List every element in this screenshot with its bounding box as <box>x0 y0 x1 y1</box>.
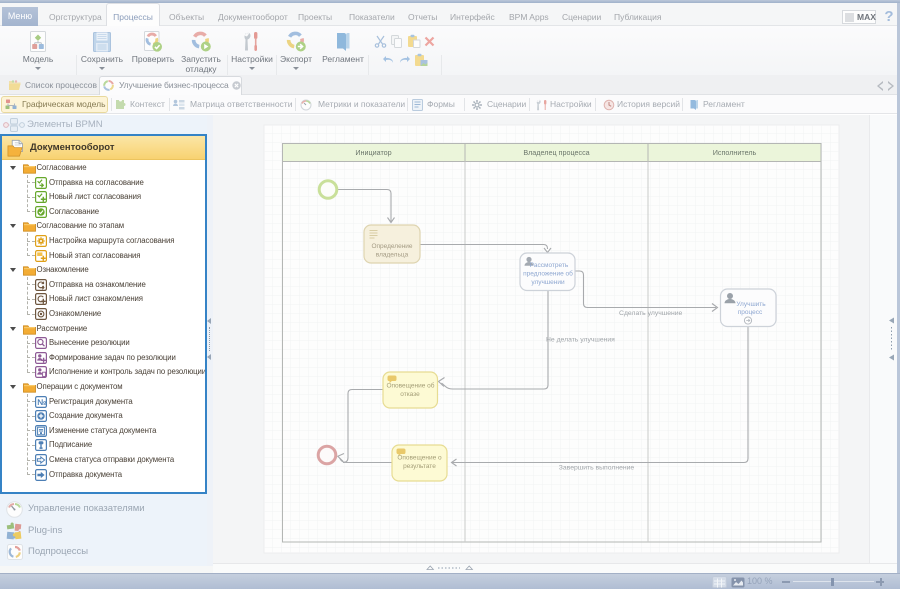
svg-text:Не делать улучшения: Не делать улучшения <box>546 337 615 344</box>
svg-text:отказе: отказе <box>400 391 420 398</box>
svg-text:Сделать улучшение: Сделать улучшение <box>619 310 683 317</box>
svg-text:Исполнитель: Исполнитель <box>713 148 757 157</box>
svg-text:владельца: владельца <box>376 252 409 259</box>
svg-text:Инициатор: Инициатор <box>355 148 391 157</box>
svg-text:улучшении: улучшении <box>531 279 565 286</box>
svg-text:Завершить выполнение: Завершить выполнение <box>559 465 635 472</box>
svg-text:процесс: процесс <box>738 309 763 316</box>
svg-text:Владелец процесса: Владелец процесса <box>523 148 589 157</box>
svg-text:Определение: Определение <box>371 243 412 250</box>
svg-text:предложение об: предложение об <box>523 270 573 278</box>
svg-text:Улучшить: Улучшить <box>736 301 766 308</box>
svg-text:Оповещение о: Оповещение о <box>397 455 442 462</box>
svg-text:Рассмотреть: Рассмотреть <box>530 262 569 269</box>
svg-text:№: № <box>37 397 46 406</box>
svg-text:Оповещение об: Оповещение об <box>386 382 434 390</box>
svg-text:результате: результате <box>403 463 436 470</box>
